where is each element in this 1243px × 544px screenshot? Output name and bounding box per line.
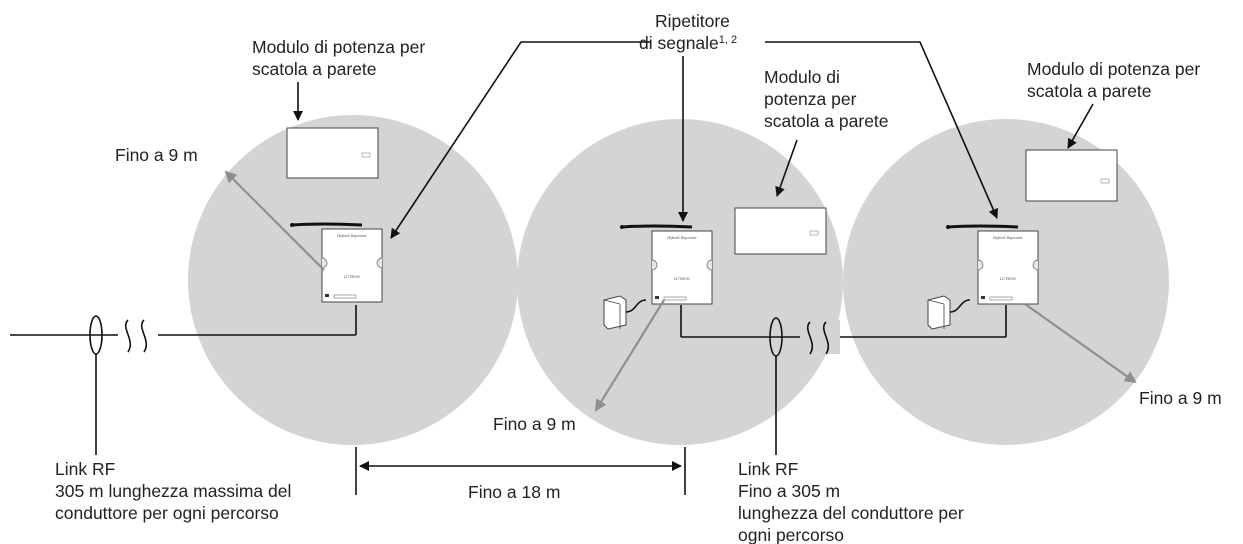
- range-arrow-left: [224, 170, 325, 271]
- repeater-left: Hybrid Repeater LUTRON: [290, 222, 383, 303]
- wall-module-left: [286, 127, 379, 179]
- spacing-label: Fino a 18 m: [468, 482, 560, 502]
- wiring: [10, 305, 1007, 338]
- wall-module-middle: [734, 207, 827, 255]
- repeater-middle: Hybrid Repeater LUTRON: [620, 224, 713, 305]
- range-arrow-right: [1024, 303, 1137, 384]
- spacing-dimension: [355, 447, 686, 495]
- repeater-brand: LUTRON: [1000, 277, 1016, 281]
- repeater-label: Ripetitore di segnale1, 2: [639, 11, 737, 53]
- rf-link-left-label: Link RF 305 m lunghezza massima del cond…: [55, 459, 296, 523]
- repeater-brand: LUTRON: [674, 277, 690, 281]
- wall-module-right-label: Modulo di potenza per scatola a parete: [1027, 59, 1205, 101]
- wall-module-left-label: Modulo di potenza per scatola a parete: [252, 37, 430, 79]
- leader-lines: [95, 41, 1094, 455]
- repeater-title: Hybrid Repeater: [993, 236, 1023, 240]
- rf-link-right-label: Link RF Fino a 305 m lunghezza del condu…: [738, 459, 969, 544]
- range-label-right: Fino a 9 m: [1139, 388, 1222, 408]
- cable-break-left: [118, 318, 158, 353]
- power-supply-middle: [603, 295, 647, 330]
- range-label-middle: Fino a 9 m: [493, 414, 576, 434]
- power-supply-right: [927, 295, 971, 330]
- wall-module-right: [1025, 149, 1118, 202]
- range-arrow-middle: [594, 299, 665, 412]
- wall-module-middle-label: Modulo di potenza per scatola a parete: [764, 67, 889, 131]
- repeater-title: Hybrid Repeater: [337, 234, 367, 238]
- range-label-left: Fino a 9 m: [115, 145, 198, 165]
- cable-break-right: [800, 320, 840, 355]
- repeater-right: Hybrid Repeater LUTRON: [946, 224, 1039, 305]
- repeater-title: Hybrid Repeater: [667, 236, 697, 240]
- repeater-brand: LUTRON: [344, 275, 360, 279]
